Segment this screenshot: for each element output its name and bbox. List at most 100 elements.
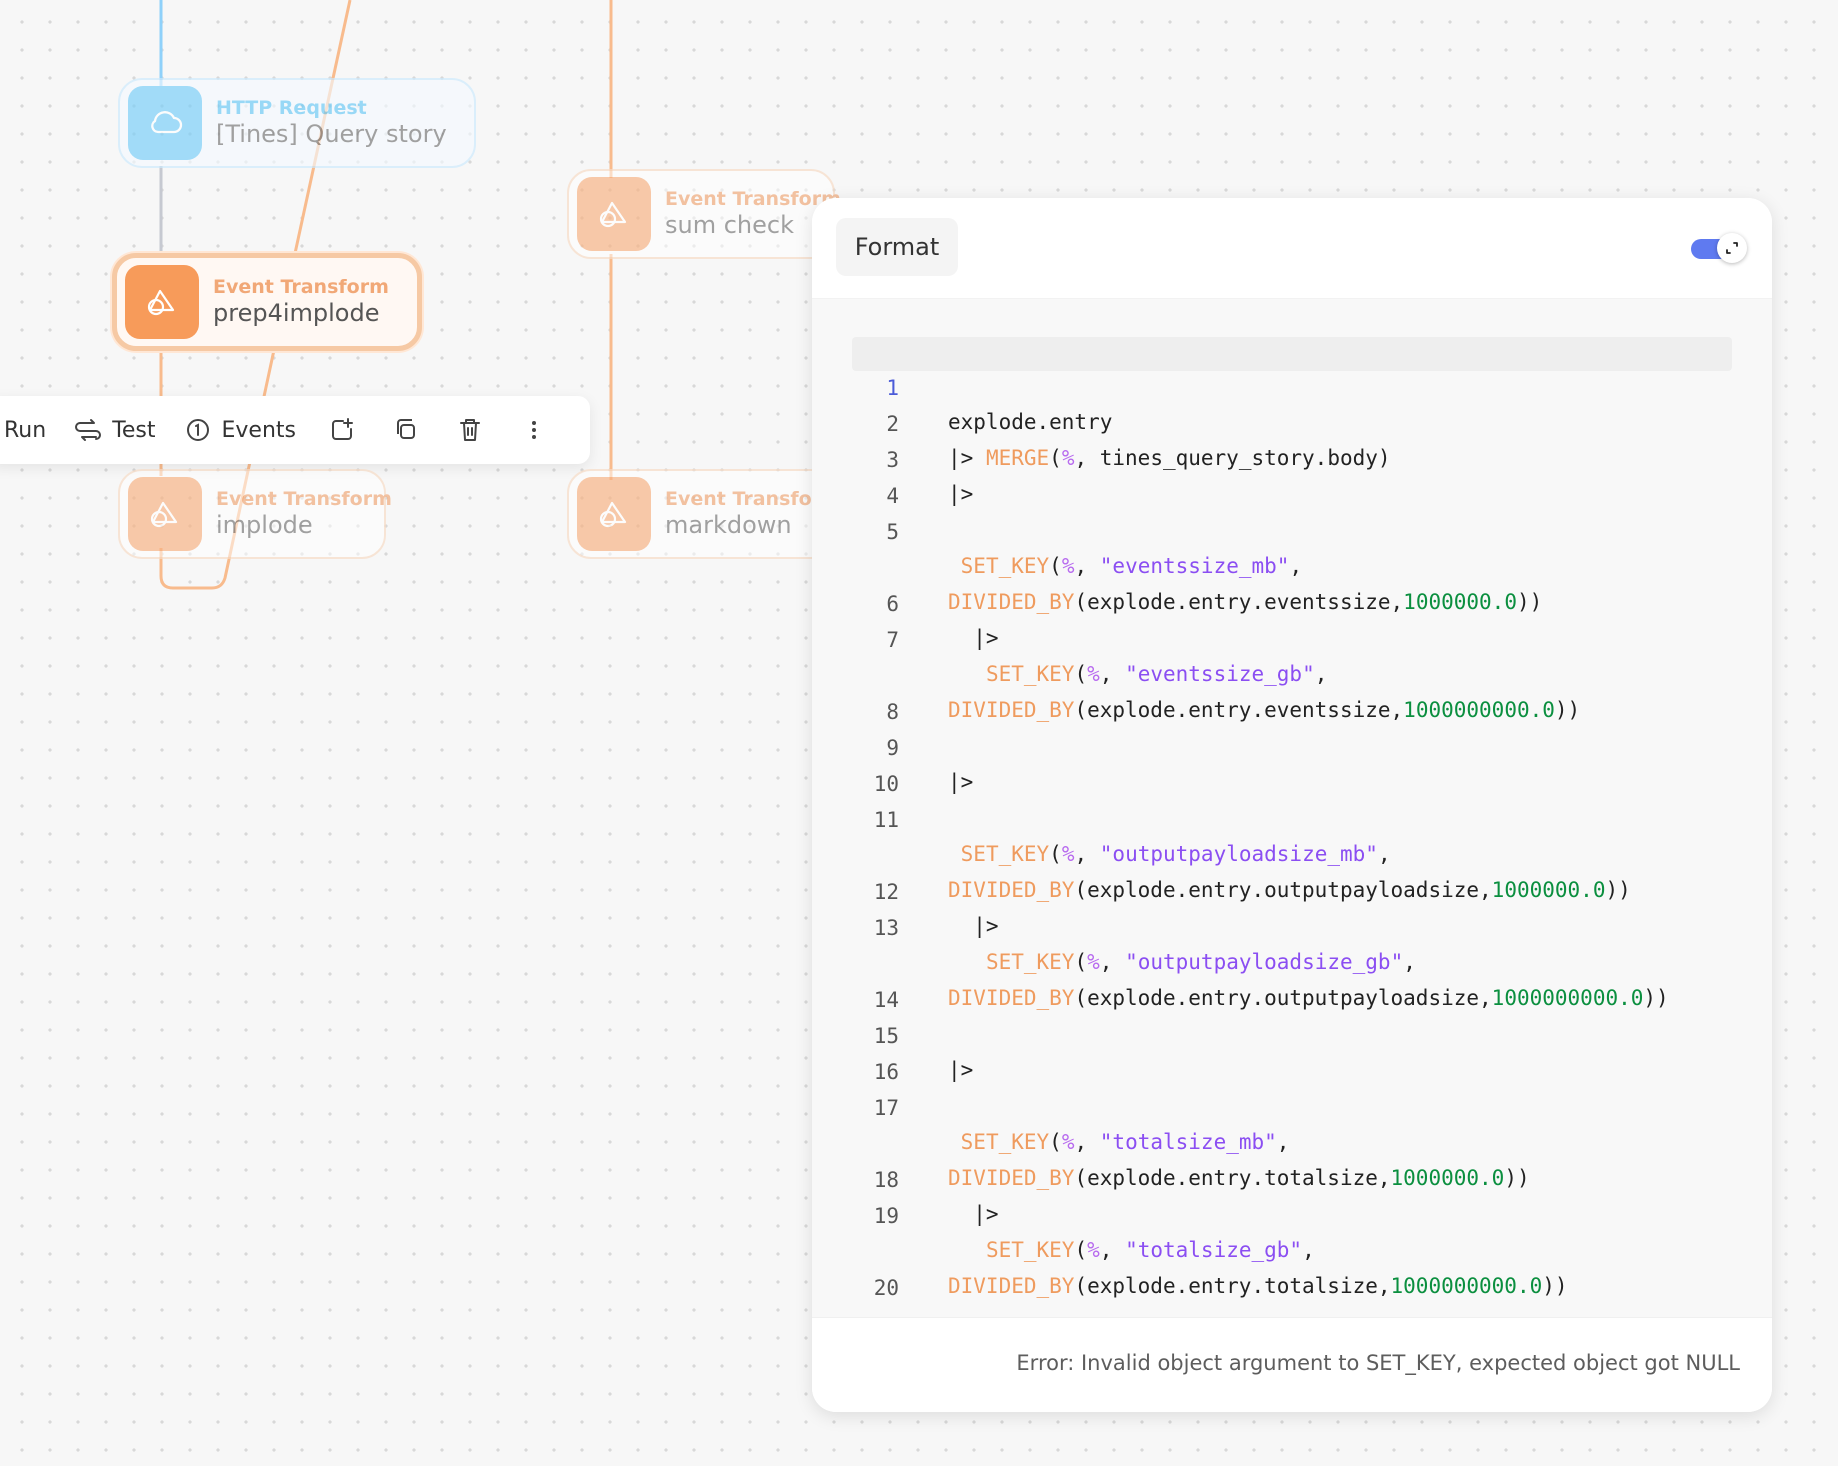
code-line-13-wrap-content: DIVIDED_BY(explode.entry.outputpayloadsi… [948, 986, 1669, 1010]
events-label: Events [221, 417, 297, 443]
transform-shapes-icon [125, 265, 199, 339]
sum-check-node-name: sum check [665, 211, 794, 239]
event-counter-icon [184, 416, 212, 444]
percent-token: % [1061, 446, 1075, 470]
code-line-16[interactable]: 16 [852, 1021, 1732, 1084]
code-token: |> [948, 914, 999, 938]
line-number: 15 [873, 1024, 899, 1048]
format-button[interactable]: Format [836, 218, 958, 276]
transform-shapes-icon [128, 477, 202, 551]
code-line-7-wrap[interactable]: DIVIDED_BY(explode.entry.eventssize,1000… [852, 625, 1732, 722]
editor-toggle[interactable] [1691, 233, 1747, 263]
line-number: 7 [886, 628, 899, 652]
code-line-5-wrap[interactable]: DIVIDED_BY(explode.entry.eventssize,1000… [852, 517, 1732, 614]
line-number: 20 [873, 1276, 899, 1300]
code-editor[interactable]: 1 explode.entry 2 |> MERGE(%, tines_quer… [812, 299, 1772, 1317]
run-button[interactable]: Run [4, 418, 46, 443]
formula-editor-panel: Format 1 explode.entry 2 |> MERGE(%, tin… [812, 198, 1772, 1412]
code-line-13[interactable]: 13 SET_KEY(%, "outputpayloadsize_gb", [852, 877, 1732, 974]
code-line-9[interactable]: 9 |> [852, 697, 1732, 794]
code-line-15[interactable]: 15 |> [852, 985, 1732, 1082]
code-token: |> [948, 626, 999, 650]
line-number: 2 [886, 412, 899, 436]
line-number: 1 [886, 376, 899, 400]
implode-node-name: implode [216, 511, 313, 539]
prep4implode-node[interactable]: Event Transform prep4implode [112, 253, 422, 351]
editor-error-footer: Error: Invalid object argument to SET_KE… [812, 1317, 1772, 1412]
pipe-token: |> [948, 446, 986, 470]
code-line-11-wrap[interactable]: DIVIDED_BY(explode.entry.outputpayloadsi… [852, 805, 1732, 902]
run-label: Run [4, 417, 47, 443]
code-line-12[interactable]: 12 |> [852, 841, 1732, 938]
line-number: 18 [873, 1168, 899, 1192]
code-line-11[interactable]: 11 SET_KEY(%, "outputpayloadsize_mb", [852, 769, 1732, 866]
line-number: 9 [886, 736, 899, 760]
test-label: Test [112, 417, 156, 443]
add-note-button[interactable] [324, 412, 360, 448]
code-line-4[interactable]: 4 [852, 445, 1732, 508]
prep4implode-node-type: Event Transform [213, 276, 389, 299]
code-line-17-wrap[interactable]: DIVIDED_BY(explode.entry.totalsize,10000… [852, 1093, 1732, 1190]
line-number: 3 [886, 448, 899, 472]
code-line-2[interactable]: 2 |> MERGE(%, tines_query_story.body) [852, 373, 1732, 470]
delete-button[interactable] [452, 412, 488, 448]
code-line-19-content: SET_KEY(%, "totalsize_gb", [985, 1238, 1315, 1262]
code-line-17[interactable]: 17 SET_KEY(%, "totalsize_mb", [852, 1057, 1732, 1154]
code-line-1[interactable]: 1 explode.entry [852, 337, 1732, 434]
line-number: 4 [886, 484, 899, 508]
sum-check-node[interactable]: Event Transform sum check [567, 169, 841, 259]
code-token: |> [948, 482, 974, 506]
code-line-14[interactable]: 14 [852, 949, 1732, 1012]
node-action-toolbar: Run Test Events [0, 396, 590, 464]
line-number: 19 [873, 1204, 899, 1228]
code-line-20[interactable]: 20 [852, 1237, 1732, 1300]
add-note-icon [328, 416, 356, 444]
http-request-node-type: HTTP Request [216, 97, 367, 120]
line-number: 5 [886, 520, 899, 544]
code-token: |> [948, 1202, 999, 1226]
line-number: 10 [873, 772, 899, 796]
code-line-13-wrap[interactable]: DIVIDED_BY(explode.entry.outputpayloadsi… [852, 913, 1732, 1010]
line-number: 13 [873, 916, 899, 940]
code-line-18[interactable]: 18 |> [852, 1129, 1732, 1226]
code-line-7-content: SET_KEY(%, "eventssize_gb", [985, 662, 1328, 686]
code-line-17-content: SET_KEY(%, "totalsize_mb", [960, 1130, 1290, 1154]
code-line-5-content: SET_KEY(%, "eventssize_mb", [960, 554, 1303, 578]
code-line-13-content: SET_KEY(%, "outputpayloadsize_gb", [985, 950, 1416, 974]
code-line-6[interactable]: 6 |> [852, 553, 1732, 650]
line-number: 16 [873, 1060, 899, 1084]
code-token: |> [948, 1058, 974, 1082]
more-button[interactable] [516, 412, 552, 448]
markdown-node-name: markdown [665, 511, 792, 539]
cloud-icon [128, 86, 202, 160]
code-line-11-wrap-content: DIVIDED_BY(explode.entry.outputpayloadsi… [948, 878, 1631, 902]
line-number: 6 [886, 592, 899, 616]
code-line-8[interactable]: 8 [852, 661, 1732, 724]
code-line-2-content: |> MERGE(%, tines_query_story.body) [948, 446, 1391, 470]
editor-header: Format [812, 198, 1772, 299]
implode-node[interactable]: Event Transform implode [118, 469, 392, 559]
code-line-5-wrap-content: DIVIDED_BY(explode.entry.eventssize,1000… [948, 590, 1543, 614]
transform-shapes-icon [577, 177, 651, 251]
code-line-7-wrap-content: DIVIDED_BY(explode.entry.eventssize,1000… [948, 698, 1581, 722]
code-line-3[interactable]: 3 |> [852, 409, 1732, 506]
code-line-7[interactable]: 7 SET_KEY(%, "eventssize_gb", [852, 589, 1732, 686]
trash-icon [456, 416, 484, 444]
line-number: 8 [886, 700, 899, 724]
line-number: 12 [873, 880, 899, 904]
error-message: Error: Invalid object argument to SET_KE… [1016, 1351, 1740, 1375]
code-line-19[interactable]: 19 SET_KEY(%, "totalsize_gb", [852, 1165, 1732, 1262]
http-request-node-name: [Tines] Query story [216, 120, 447, 148]
code-line-19-wrap[interactable]: DIVIDED_BY(explode.entry.totalsize,10000… [852, 1201, 1732, 1298]
events-button[interactable]: Events [184, 416, 297, 444]
code-line-5[interactable]: 5 SET_KEY(%, "eventssize_mb", [852, 481, 1732, 578]
merge-function: MERGE [985, 446, 1050, 470]
markdown-node[interactable]: Event Transform markdown [567, 469, 841, 559]
code-line-10[interactable]: 10 [852, 733, 1732, 796]
test-button[interactable]: Test [74, 416, 156, 444]
copy-button[interactable] [388, 412, 424, 448]
line-number: 17 [873, 1096, 899, 1120]
http-request-node[interactable]: HTTP Request [Tines] Query story [118, 78, 476, 168]
code-line-11-content: SET_KEY(%, "outputpayloadsize_mb", [960, 842, 1391, 866]
